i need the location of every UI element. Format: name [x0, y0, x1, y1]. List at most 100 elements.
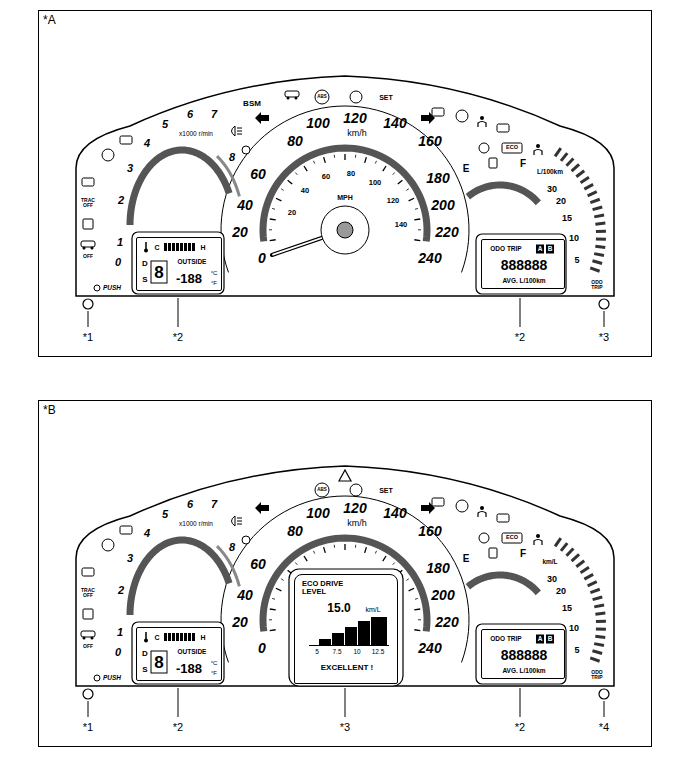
dial-label: 20: [556, 197, 566, 206]
tachometer-redline: [217, 546, 239, 586]
dial-label: 140: [395, 221, 408, 229]
economy-bar-segment: [572, 554, 579, 561]
economy-bar-segment: [595, 223, 605, 224]
callout-number: *3: [599, 332, 609, 343]
dial-label: 8: [229, 152, 235, 163]
temperature-bar-segment: [192, 243, 195, 251]
display-text: D: [142, 260, 148, 268]
dial-label: 220: [435, 225, 458, 239]
economy-bar-segment: [555, 538, 561, 546]
leader-line: [88, 311, 89, 327]
knob: [83, 299, 93, 309]
speedometer-tick: [418, 619, 421, 620]
dial-label: 3: [127, 553, 133, 564]
speedometer-tick: [414, 239, 420, 241]
indicator-icon: [102, 539, 114, 551]
speedometer-band: [263, 148, 427, 241]
dial-label: 20: [232, 225, 248, 239]
speedometer-tick: [418, 229, 421, 230]
indicator-icon: [497, 514, 509, 522]
indicator-icon: [478, 122, 486, 128]
display-text: AVG. L/100km: [502, 668, 545, 675]
car-icon-wheel: [287, 97, 290, 100]
dial-label: L/100km: [537, 169, 563, 176]
economy-bar-segment: [594, 644, 604, 646]
temperature-bar-segment: [176, 243, 179, 251]
dial-label: 7: [211, 109, 217, 120]
speedometer-tick: [365, 157, 367, 163]
car-icon-wheel: [295, 97, 298, 100]
speedometer-tick: [304, 556, 307, 561]
dial-label: MPH: [337, 194, 353, 201]
cluster-housing: [76, 466, 614, 686]
speedometer-tick: [398, 180, 403, 184]
economy-bar-segment: [592, 651, 602, 654]
display-text: B: [548, 246, 553, 253]
economy-bar-segment: [561, 153, 567, 161]
dial-label: km/L: [542, 559, 557, 566]
speedometer-tick: [415, 208, 418, 210]
speedometer-tick: [375, 551, 376, 554]
economy-bar-segment: [576, 561, 584, 567]
dial-label: TRAC OFF: [78, 588, 98, 598]
dial-label: OFF: [83, 644, 93, 649]
callout-number: *2: [173, 332, 183, 343]
dial-label: 30: [547, 575, 557, 584]
dial-label: 10: [569, 624, 579, 633]
headlight-beam: [237, 518, 242, 519]
dial-label: 200: [431, 198, 454, 212]
dial-label: 240: [418, 641, 441, 655]
dial-label: BSM: [243, 100, 261, 108]
headlight-icon: [232, 126, 236, 136]
indicator-icon: [497, 124, 509, 132]
indicator-icon: [456, 500, 468, 512]
lcd-display: ODO TRIPAB888888AVG. L/100km: [481, 629, 565, 679]
indicator-icon: [102, 149, 114, 161]
indicator-icon: [536, 534, 540, 538]
dial-label: 2: [118, 195, 124, 206]
speedometer-tick: [414, 629, 420, 631]
speedometer-tick: [409, 198, 414, 201]
dial-label: 8: [229, 542, 235, 553]
thermometer-icon: [145, 242, 147, 249]
fuel-pump-icon: [489, 158, 497, 168]
display-text: 10: [353, 649, 360, 656]
speedometer-tick: [269, 619, 272, 620]
indicator-icon: [536, 144, 540, 148]
economy-bar-segment: [566, 159, 573, 166]
dial-label: SET: [379, 487, 393, 494]
economy-bar-segment: [566, 549, 573, 556]
speedometer-tick: [344, 544, 345, 550]
eco-level-bar: [358, 621, 370, 645]
indicator-icon: [120, 526, 132, 534]
display-text: D: [142, 650, 148, 658]
display-text: OUTSIDE: [178, 649, 207, 656]
economy-bar-segment: [594, 215, 604, 217]
speedometer-tick: [295, 562, 297, 564]
figure-panel: *BCHDS8OUTSIDE-188°C°FECO DRIVE LEVEL15.…: [38, 400, 652, 747]
eco-indicator: [502, 533, 522, 543]
dial-label: 40: [237, 588, 253, 602]
eco-level-axis: [309, 645, 389, 646]
speedometer-tick: [334, 155, 335, 158]
display-text: OUTSIDE: [178, 259, 207, 266]
dial-label: 100: [306, 116, 329, 130]
temperature-bar-segment: [188, 243, 191, 251]
economy-bar-segment: [581, 567, 589, 572]
indicator-icon: [242, 146, 250, 154]
dial-label: km/h: [347, 129, 367, 138]
leader-line: [604, 311, 605, 327]
callout-number: *3: [340, 722, 350, 733]
dial-label: 1: [117, 237, 123, 248]
dial-label: 5: [162, 119, 168, 130]
dial-label: 100: [369, 179, 382, 187]
trip-indicator-box: [546, 635, 554, 644]
turn-signal-arrow: [255, 502, 269, 514]
economy-bar-segment: [555, 148, 561, 156]
dial-label: 160: [418, 524, 441, 538]
speedometer-tick: [272, 598, 275, 600]
temperature-bar-segment: [188, 633, 191, 641]
display-text: C: [154, 634, 159, 641]
thermometer-icon: [144, 639, 148, 643]
lcd-display: ODO TRIPAB888888AVG. L/100km: [481, 239, 565, 289]
